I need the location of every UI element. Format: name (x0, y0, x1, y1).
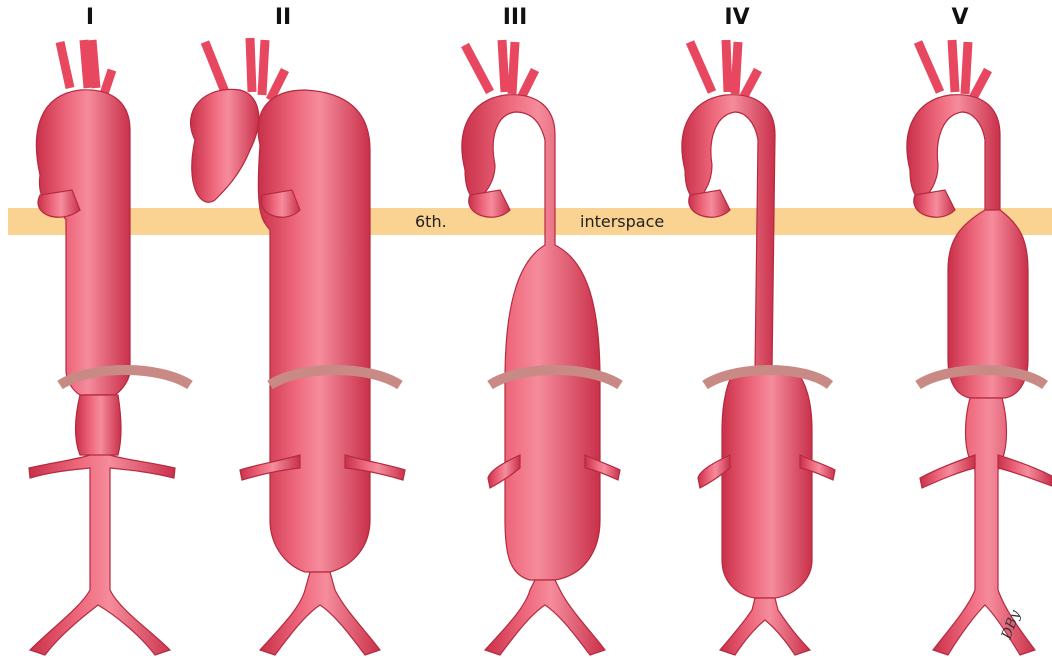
type-label-iii: III (503, 5, 528, 30)
band-label-interspace: interspace (580, 212, 664, 231)
type-label-i: I (86, 5, 94, 30)
type-label-ii: II (275, 5, 291, 30)
aorta-type-iv (682, 40, 835, 655)
interspace-band (8, 208, 1052, 235)
aorta-type-i (29, 40, 175, 655)
aorta-type-v (907, 40, 1052, 655)
type-label-iv: IV (724, 5, 749, 30)
aorta-type-ii (191, 38, 405, 655)
band-label-6th: 6th. (415, 212, 447, 231)
type-label-v: V (951, 5, 968, 30)
aorta-type-iii (462, 40, 620, 655)
